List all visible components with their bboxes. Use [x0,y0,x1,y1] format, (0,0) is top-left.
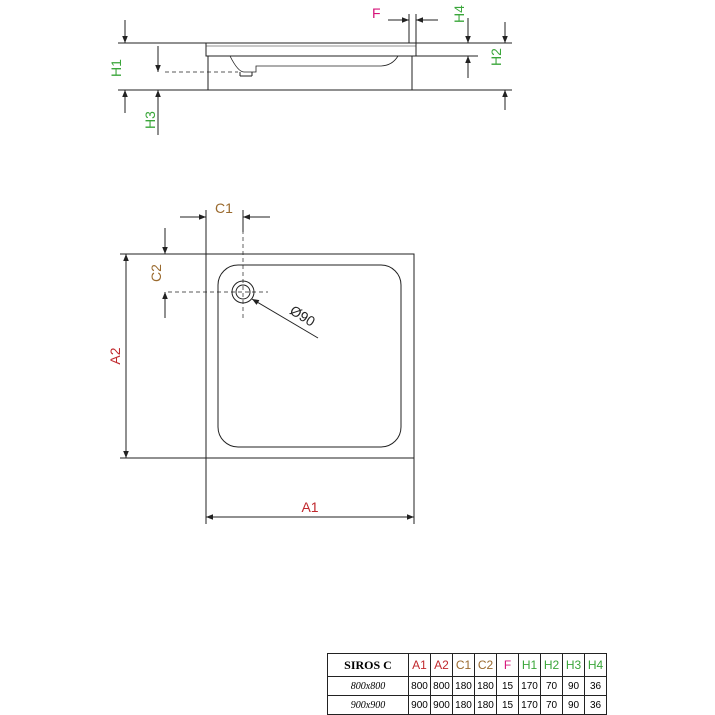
header-h3: H3 [562,653,585,677]
label-c1: C1 [215,200,233,216]
label-h4: H4 [451,5,467,23]
cell: 36 [584,695,607,715]
row-size: 900x900 [327,695,409,715]
cell: 70 [540,695,563,715]
cell: 15 [496,695,519,715]
cell: 180 [452,695,475,715]
cell: 900 [408,695,431,715]
dim-a1 [205,458,415,524]
label-h3: H3 [142,111,158,129]
tray-basin [217,264,402,448]
label-a2: A2 [107,347,123,364]
dim-f [388,14,438,43]
dim-h2 [412,22,512,110]
model-name: SIROS C [327,653,409,677]
header-c1: C1 [452,653,475,677]
header-a2: A2 [430,653,453,677]
cell: 70 [540,676,563,696]
dim-h1 [118,20,208,113]
table-row: 800x800 800 800 180 180 15 170 70 90 36 [327,676,607,696]
header-h4: H4 [584,653,607,677]
dim-c2 [152,228,206,318]
header-f: F [496,653,519,677]
header-h2: H2 [540,653,563,677]
cell: 180 [452,676,475,696]
top-view [168,230,415,459]
cell: 170 [518,676,541,696]
table-row: 900x900 900 900 180 180 15 170 70 90 36 [327,695,607,715]
label-c2: C2 [148,264,164,282]
cell: 90 [562,676,585,696]
spec-table: SIROS C A1 A2 C1 C2 F H1 H2 H3 H4 800x80… [327,653,607,715]
cell: 180 [474,695,497,715]
side-view [165,42,417,91]
cell: 170 [518,695,541,715]
row-size: 800x800 [327,676,409,696]
cell: 36 [584,676,607,696]
dim-c1 [180,210,270,254]
cell: 90 [562,695,585,715]
cell: 15 [496,676,519,696]
drain-leader [251,298,319,339]
drain-inner [235,284,251,300]
label-a1: A1 [301,499,318,515]
cell: 180 [474,676,497,696]
label-h1: H1 [108,59,124,77]
cell: 800 [408,676,431,696]
drain-outlet [229,55,399,73]
tray-rim [205,42,417,57]
header-h1: H1 [518,653,541,677]
label-h2: H2 [488,48,504,66]
header-a1: A1 [408,653,431,677]
tray-outline [205,253,415,459]
drain-outer [231,280,255,304]
dim-a2 [120,253,206,459]
header-c2: C2 [474,653,497,677]
label-drain: Ø90 [287,302,318,330]
cell: 900 [430,695,453,715]
tray-body [207,56,413,91]
spec-header-row: SIROS C A1 A2 C1 C2 F H1 H2 H3 H4 [327,653,607,677]
label-f: F [372,5,381,21]
cell: 800 [430,676,453,696]
dim-h4 [416,18,478,78]
